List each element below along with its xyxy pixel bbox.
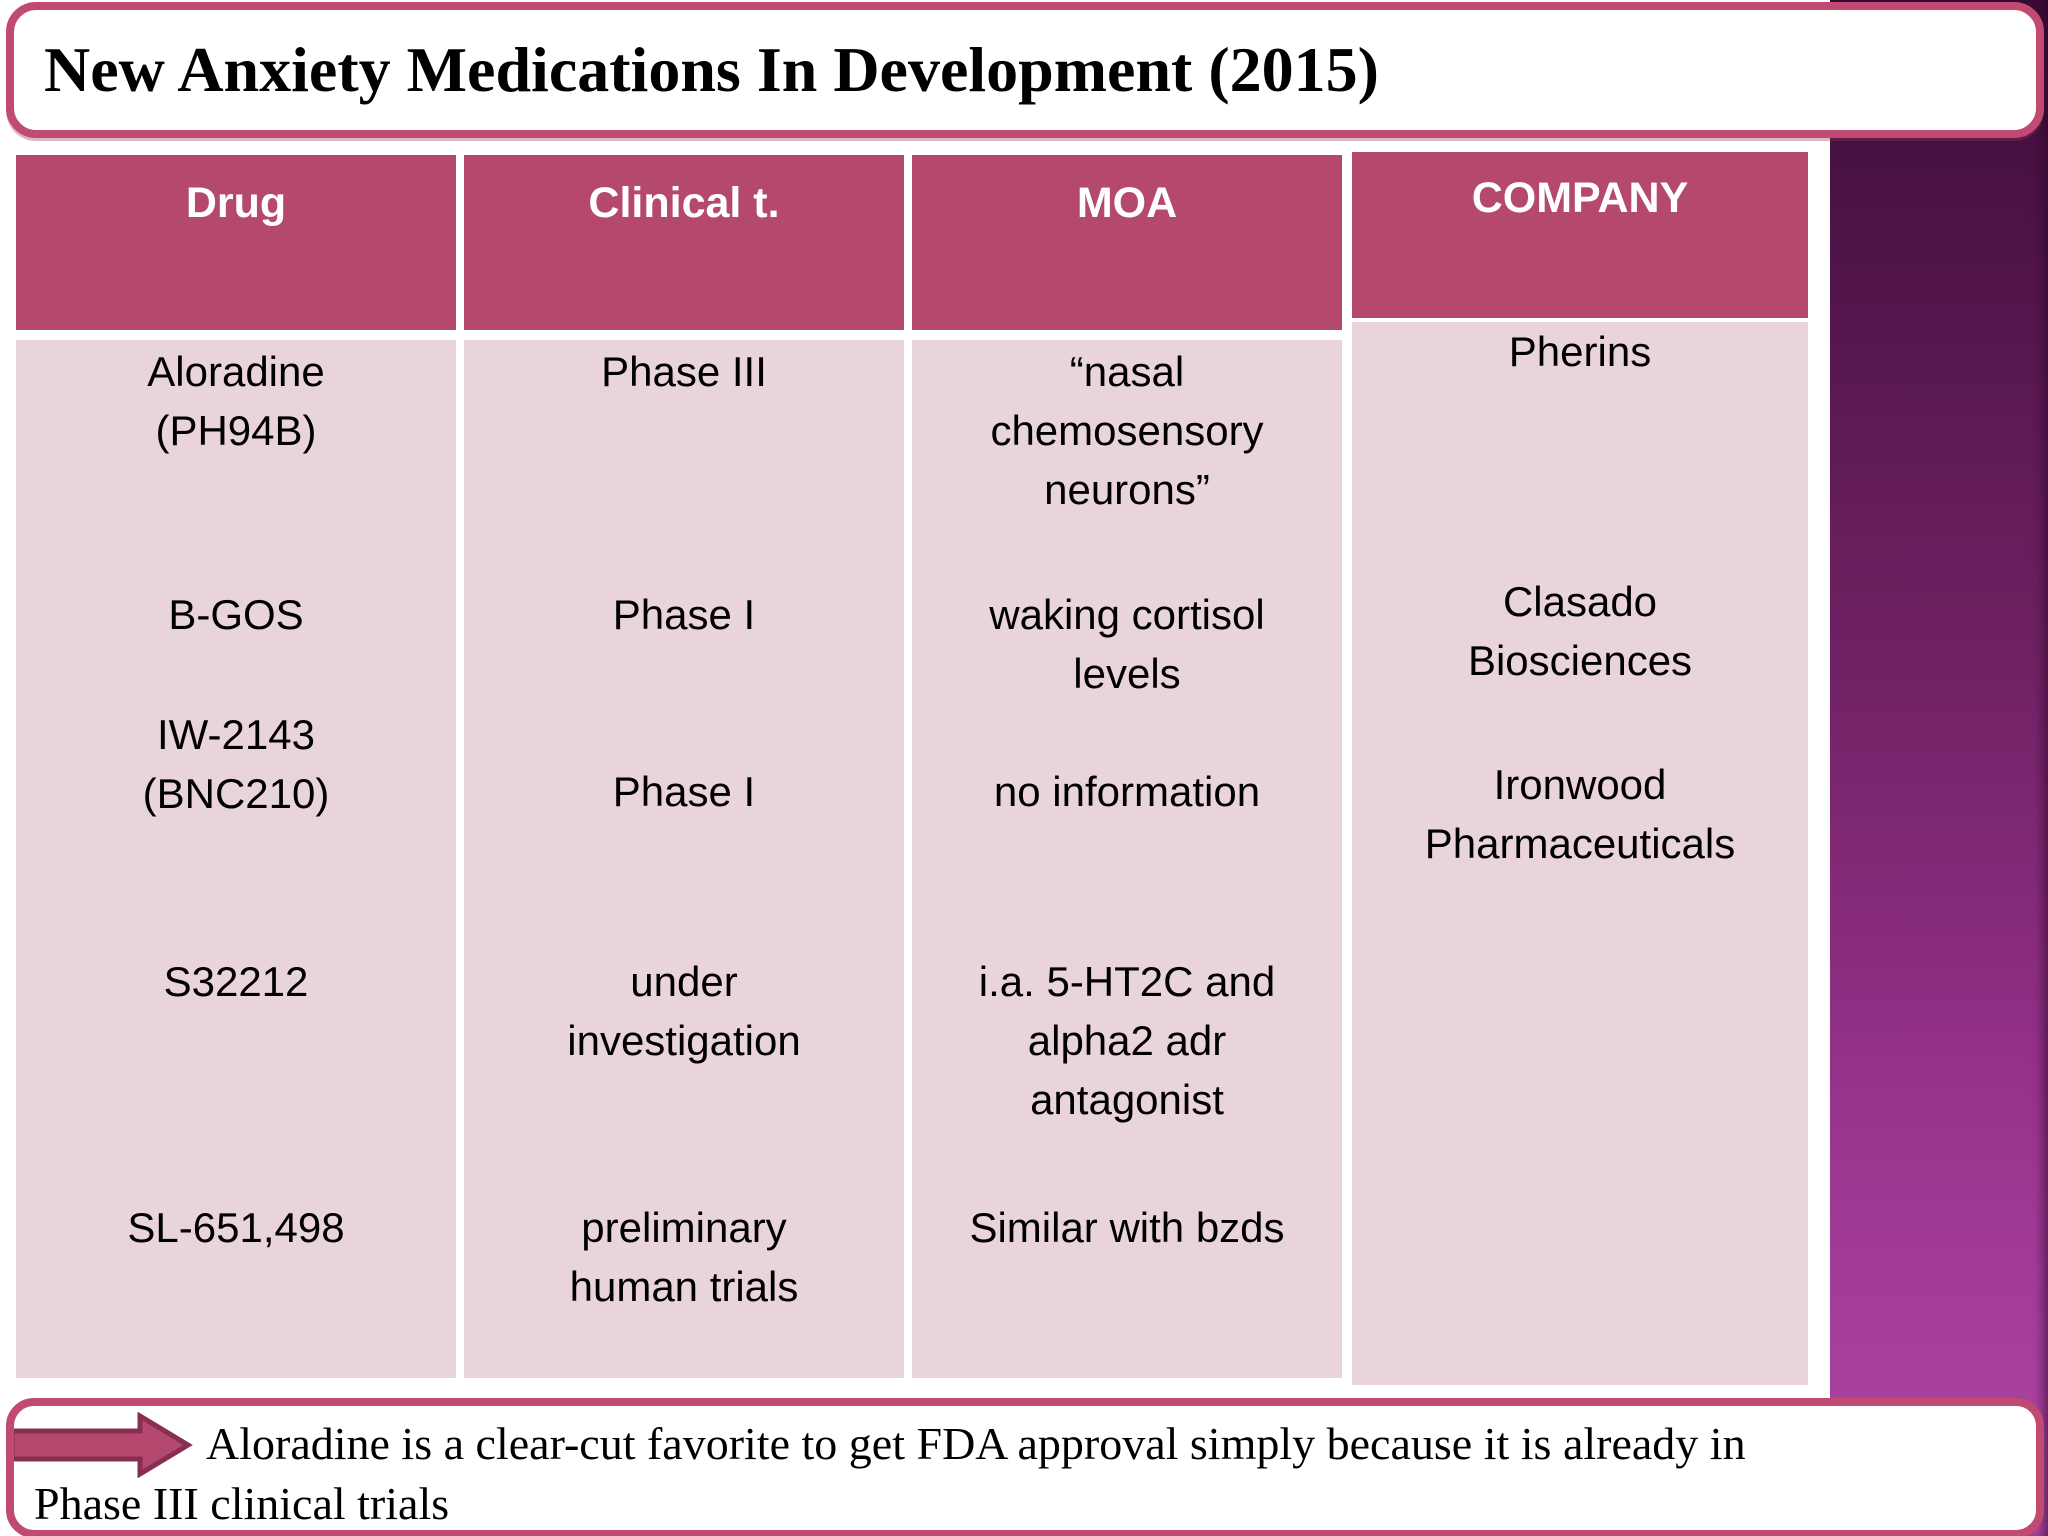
column-header-company: COMPANY [1352,152,1808,318]
table-cell: “nasal chemosensory neurons” [990,348,1264,513]
table-cell: IW-2143 (BNC210) [142,711,330,817]
table-column-drug: Drug Aloradine (PH94B) B-GOS IW-2143 (BN… [16,0,456,1536]
table-cell: SL-651,498 [127,1204,345,1251]
right-arrow-icon [14,1412,193,1478]
title-box: New Anxiety Medications In Development (… [6,2,2044,138]
column-body-company: Pherins Clasado Biosciences Ironwood Pha… [1352,322,1808,1385]
table-cell: Similar with bzds [969,1204,1285,1251]
footer-note-text: Aloradine is a clear-cut favorite to get… [34,1418,1746,1529]
table-cell: Aloradine (PH94B) [147,348,325,454]
table-cell: Phase I [612,768,756,815]
table-cell: preliminary human trials [569,1204,799,1310]
column-body-clinical-t: Phase III Phase I Phase I under investig… [464,340,904,1378]
table-cell: no information [993,768,1261,815]
table-cell: i.a. 5-HT2C and alpha2 adr antagonist [978,958,1276,1123]
table-column-company: COMPANY Pherins Clasado Biosciences Iron… [1352,0,1808,1536]
table-cell: Phase I [612,591,756,638]
table-cell: Phase III [601,348,767,395]
right-gradient-panel [1830,0,2048,1536]
table-cell: under investigation [567,958,801,1064]
table-cell: Pherins [1508,328,1652,375]
column-body-drug: Aloradine (PH94B) B-GOS IW-2143 (BNC210)… [16,340,456,1378]
column-header-clinical-t: Clinical t. [464,155,904,330]
table-cell: B-GOS [168,591,304,638]
table-cell: Ironwood Pharmaceuticals [1424,761,1736,867]
table-cell: waking cortisol levels [989,591,1265,697]
page-title: New Anxiety Medications In Development (… [44,34,1379,105]
column-header-moa: MOA [912,155,1342,330]
table-column-moa: MOA “nasal chemosensory neurons” waking … [912,0,1342,1536]
column-header-drug: Drug [16,155,456,330]
column-body-moa: “nasal chemosensory neurons” waking cort… [912,340,1342,1378]
table-cell: Clasado Biosciences [1467,578,1693,684]
table-cell: S32212 [163,958,309,1005]
table-column-clinical-t: Clinical t. Phase III Phase I Phase I un… [464,0,904,1536]
footer-note-bar: Aloradine is a clear-cut favorite to get… [6,1398,2044,1536]
